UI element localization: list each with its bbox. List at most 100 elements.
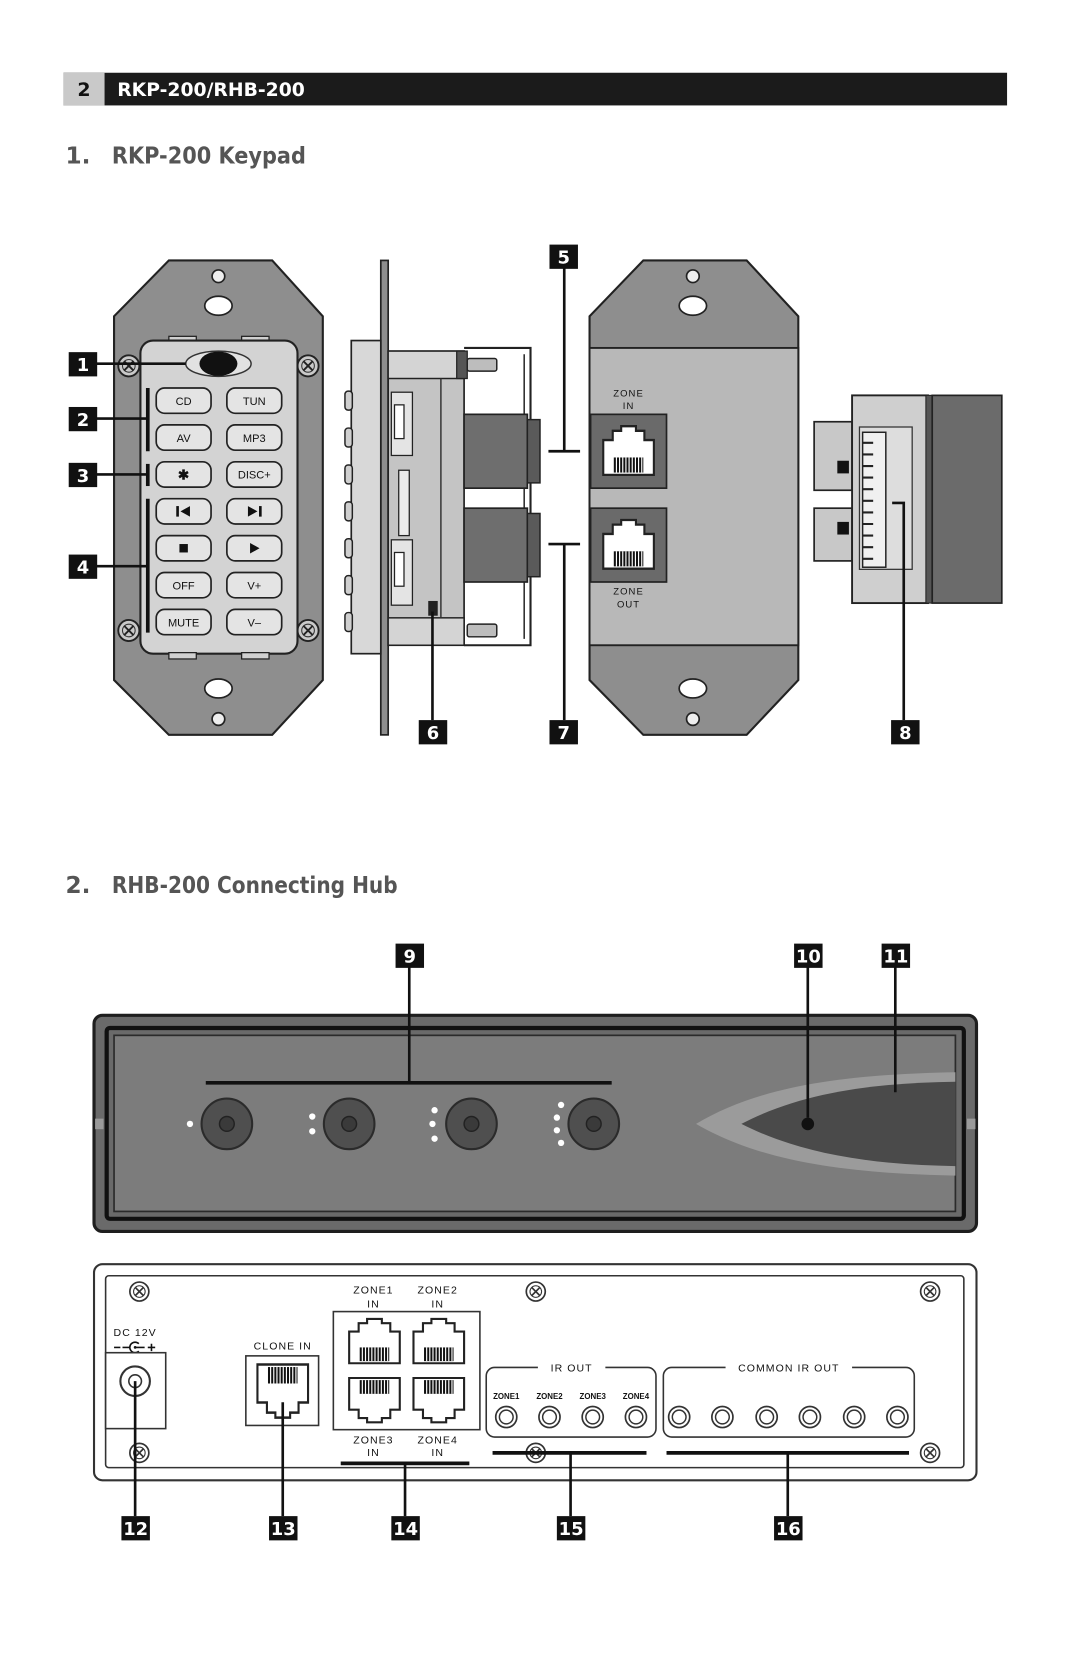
callout-2: 2 <box>68 406 98 432</box>
button-disc-plus-label: DISC+ <box>238 470 271 482</box>
play-icon <box>250 542 260 554</box>
mounting-screw-icon <box>296 618 320 642</box>
zone-out-label-line1: ZONE <box>613 587 644 598</box>
side-top-rail <box>387 350 465 380</box>
ir-out-zone2-jack <box>538 1405 561 1429</box>
button-asterisk-label: ✱ <box>178 468 190 483</box>
button-off-label: OFF <box>173 580 195 592</box>
callout-11: 11 <box>881 943 911 968</box>
page-number: 2 <box>77 79 90 101</box>
common-ir-out-jack <box>667 1405 691 1429</box>
terminal-strip <box>925 394 933 604</box>
section-1-heading: 1. RKP-200 Keypad <box>66 142 306 169</box>
callout-11-number: 11 <box>883 947 908 968</box>
ir-out-zone4-label: ZONE4 <box>623 1392 650 1401</box>
callout-9-number: 9 <box>404 947 416 968</box>
header-title: RKP-200/RHB-200 <box>117 79 305 101</box>
callout-labels: 1 2 3 4 5 6 7 8 9 10 11 12 13 14 15 16 <box>68 244 920 1541</box>
callout-7-number: 7 <box>557 723 569 744</box>
side-bezel <box>350 339 382 655</box>
callout-6: 6 <box>418 720 448 745</box>
terminal-protrusion-upper <box>813 420 853 492</box>
mounting-screw-icon <box>296 354 320 378</box>
side-post-cap <box>456 350 468 380</box>
plate-slot-top <box>203 295 233 317</box>
button-volume-up-label: V+ <box>247 580 261 592</box>
button-tun-label: TUN <box>243 396 266 408</box>
back-plate-slot-top <box>678 295 708 317</box>
dc-power-label: DC 12V <box>114 1327 157 1339</box>
ir-window <box>199 351 238 376</box>
screw-icon <box>129 1281 150 1302</box>
page-number-box <box>63 72 105 106</box>
button-volume-up <box>226 571 283 599</box>
button-asterisk <box>155 460 212 488</box>
hub-front-bezel <box>104 1025 966 1221</box>
keypad-back-view: ZONE IN ZONE OUT <box>588 259 800 736</box>
back-plate-hole-top <box>685 269 701 284</box>
previous-track-icon <box>176 506 190 517</box>
section-1-number: 1. <box>66 142 91 169</box>
callout-2-number: 2 <box>77 410 89 431</box>
callout-5-leader <box>548 267 581 453</box>
screw-icon <box>129 1442 150 1464</box>
side-component <box>398 469 410 537</box>
callout-10: 10 <box>794 943 823 968</box>
zone-in-label-line1: ZONE <box>613 388 644 399</box>
callout-5-number: 5 <box>557 248 569 269</box>
plate-hole-bottom <box>211 711 226 727</box>
keypad-tab <box>168 651 197 660</box>
back-housing <box>588 346 800 647</box>
callout-4: 4 <box>68 554 98 579</box>
side-jack-lower <box>463 507 529 583</box>
callout-7: 7 <box>549 720 578 745</box>
screw-icon <box>919 1442 941 1464</box>
zone2-in-label: ZONE2 <box>418 1285 458 1297</box>
screw-icon <box>525 1281 547 1302</box>
callout-6-number: 6 <box>427 723 439 744</box>
hub-back-view: DC 12V CLONE IN ZONE1 IN ZONE2 IN ZONE3 … <box>92 1263 978 1517</box>
common-ir-out-jack <box>798 1405 822 1429</box>
zone-2-indicator <box>309 1097 376 1151</box>
callout-3-number: 3 <box>77 466 89 487</box>
ir-out-zone1-jack <box>494 1405 518 1429</box>
button-mp3 <box>226 424 283 452</box>
callout-12-number: 12 <box>123 1519 148 1540</box>
callout-15: 15 <box>556 1516 586 1541</box>
button-cd <box>155 387 212 415</box>
callout-5: 5 <box>549 244 578 269</box>
clone-in-label: CLONE IN <box>254 1341 312 1353</box>
callout-7-leader <box>548 542 581 721</box>
screw-icon <box>919 1281 941 1302</box>
callout-12: 12 <box>121 1516 150 1541</box>
hub-side-notch <box>967 1118 976 1130</box>
side-post-bottom <box>466 623 498 638</box>
next-track-icon <box>247 506 262 517</box>
terminal-protrusion-lower <box>813 507 853 562</box>
button-mp3-label: MP3 <box>243 433 266 445</box>
zone4-in-label: ZONE4 <box>418 1434 458 1446</box>
callout-16-number: 16 <box>776 1519 801 1540</box>
side-jack-upper <box>463 413 529 489</box>
keypad-front-view: CD TUN AV MP3 ✱ DISC+ <box>96 259 324 736</box>
callout-13-number: 13 <box>271 1519 296 1540</box>
ir-out-zone3-label: ZONE3 <box>580 1392 607 1401</box>
zone3-in-sublabel: IN <box>367 1447 380 1459</box>
button-cd-label: CD <box>176 396 192 408</box>
button-volume-down-label: V– <box>248 617 262 629</box>
keypad-side-view <box>344 259 581 736</box>
callout-16: 16 <box>774 1516 803 1541</box>
ir-out-label-bg <box>537 1360 606 1374</box>
terminal-back-block <box>931 394 1003 604</box>
callout-3: 3 <box>68 462 98 488</box>
button-tun <box>226 387 283 415</box>
keypad-buttons: CD TUN AV MP3 ✱ DISC+ <box>155 387 283 636</box>
section-2-heading: 2. RHB-200 Connecting Hub <box>66 872 398 899</box>
common-ir-out-jack <box>711 1405 734 1429</box>
dip-switch-ticks <box>862 441 874 560</box>
keypad-tab <box>240 651 270 660</box>
callout-15-number: 15 <box>559 1519 584 1540</box>
ir-out-zone4-jack <box>624 1405 648 1429</box>
callout-8-number: 8 <box>899 723 911 744</box>
